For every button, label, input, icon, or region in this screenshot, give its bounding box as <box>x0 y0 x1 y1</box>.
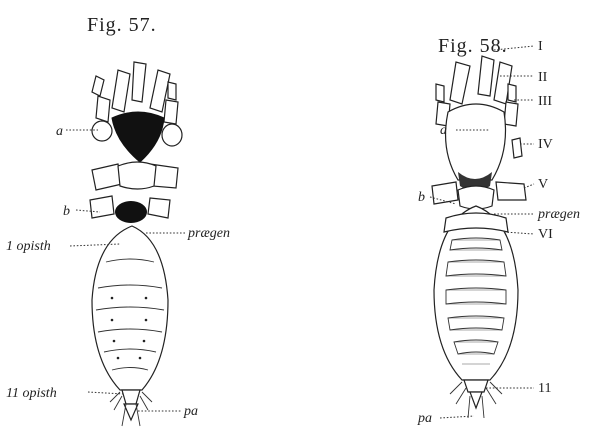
fig57-coxa-right <box>162 124 182 146</box>
fig57-title: Fig. 57. <box>87 14 157 36</box>
fig57-palp-right <box>164 100 178 124</box>
fig57-sternum <box>118 162 156 189</box>
fig58-palp-right <box>504 102 518 126</box>
fig57-leg-left-2 <box>90 196 114 218</box>
fig58-palp-right-tip <box>508 84 516 102</box>
fig57-chelicera-mid <box>132 62 146 102</box>
fig58-chelicera-left <box>450 62 470 104</box>
fig58-pa-tip <box>470 392 482 408</box>
fig57-label-11-opisth: 11 opisth <box>6 386 57 401</box>
fig58-label-II: II <box>538 70 548 85</box>
fig57-palp-right-tip <box>168 82 176 100</box>
fig57: Fig. 57. <box>6 14 230 426</box>
fig57-praegenital <box>115 201 147 223</box>
fig58-palp-left-tip <box>436 84 444 102</box>
fig58-label-a: a <box>440 123 447 138</box>
fig57-carapace <box>112 112 164 162</box>
fig57-tail-segment <box>122 390 140 404</box>
fig57-pa-tip <box>124 404 138 420</box>
fig57-chelicera-left <box>112 70 130 112</box>
fig57-label-a: a <box>56 124 63 139</box>
fig58-label-11: 11 <box>538 381 551 396</box>
fig57-label-pa: pa <box>183 404 198 419</box>
fig58-label-III: III <box>538 94 552 109</box>
fig58-label-b: b <box>418 190 425 205</box>
fig58-label-pa: pa <box>417 411 432 426</box>
fig58-tail-segment <box>464 380 488 392</box>
fig58-leg-left-V <box>432 182 458 204</box>
fig58-chelicera-mid <box>478 56 494 96</box>
fig58-label-V: V <box>538 177 548 192</box>
fig58-title: Fig. 58. <box>438 35 508 57</box>
fig57-leg-right-2 <box>148 198 170 218</box>
fig57-label-b: b <box>63 204 70 219</box>
fig58-label-IV: IV <box>538 137 553 152</box>
fig57-label-praegen: prægen <box>187 226 230 241</box>
fig57-opisthosoma <box>92 226 168 390</box>
fig58-label-praegen: prægen <box>537 207 580 222</box>
fig58-label-I: I <box>538 39 543 54</box>
fig58-label-VI: VI <box>538 227 553 242</box>
fig57-palp-left-tip <box>92 76 104 96</box>
fig58: Fig. 58. <box>417 35 580 426</box>
fig57-label-1-opisth: 1 opisth <box>6 239 51 254</box>
fig57-leg-left-1 <box>92 164 122 190</box>
fig58-carapace <box>446 104 506 180</box>
fig58-leg-IV-tip <box>512 138 522 158</box>
fig58-leg-right-V <box>496 182 526 200</box>
fig57-palp-left <box>96 96 110 122</box>
fig57-coxa-left <box>92 121 112 141</box>
